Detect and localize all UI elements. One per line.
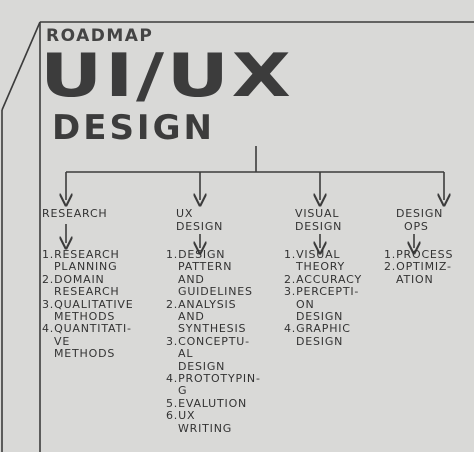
item-text: CONCEPTU- bbox=[178, 334, 250, 348]
item-text-continued: ATION bbox=[396, 272, 434, 286]
item-text: PERCEPTI- bbox=[296, 285, 360, 299]
item-text-continued: PLANNING bbox=[54, 260, 118, 274]
item-text: EVALUTION bbox=[178, 396, 248, 410]
list-item: 5.EVALUTION bbox=[166, 396, 261, 410]
item-text-continued: DESIGN bbox=[296, 334, 344, 348]
item-text-continued: SYNTHESIS bbox=[178, 322, 247, 336]
item-text-continued: DESIGN bbox=[178, 359, 226, 373]
sub-arrows bbox=[66, 224, 414, 248]
column-title-ux-design: UX DESIGN bbox=[176, 207, 224, 233]
list-item: 2.ACCURACY bbox=[284, 272, 362, 286]
item-number: 2. bbox=[284, 272, 297, 286]
item-number: 3. bbox=[42, 297, 55, 311]
list-item: 1.PROCESS bbox=[384, 248, 454, 261]
item-text-continued: AND bbox=[178, 310, 205, 324]
item-text-continued: THEORY bbox=[296, 260, 346, 274]
main-title: UI/UX bbox=[40, 41, 294, 111]
item-text: GRAPHIC bbox=[296, 322, 351, 336]
item-number: 2. bbox=[166, 297, 179, 311]
column-title-design-ops: DESIGN OPS bbox=[396, 207, 444, 233]
item-text: PROTOTYPIN- bbox=[178, 372, 261, 386]
item-text: DOMAIN bbox=[54, 272, 105, 286]
item-text: DESIGN bbox=[178, 248, 226, 261]
column-title-visual-design: VISUAL DESIGN bbox=[295, 207, 343, 233]
item-number: 6. bbox=[166, 409, 179, 423]
main-subtitle: DESIGN bbox=[52, 108, 215, 148]
item-number: 1. bbox=[384, 248, 397, 261]
column-title-research: RESEARCH bbox=[42, 207, 108, 220]
item-text-continued: METHODS bbox=[54, 347, 116, 361]
item-number: 1. bbox=[42, 248, 55, 261]
item-text-continued: AL bbox=[178, 347, 194, 361]
item-text-continued: VE bbox=[54, 334, 71, 348]
item-number: 1. bbox=[284, 248, 297, 261]
item-number: 3. bbox=[284, 285, 297, 299]
roadmap-kicker: ROADMAP bbox=[46, 26, 154, 46]
frame-lines bbox=[1, 21, 474, 452]
item-text-continued: ON bbox=[296, 297, 315, 311]
list-item: 2.OPTIMIZ-ATION bbox=[384, 260, 453, 286]
item-number: 2. bbox=[384, 260, 397, 274]
item-text: QUALITATIVE bbox=[54, 297, 134, 311]
item-text-continued: METHODS bbox=[54, 310, 116, 324]
item-number: 4. bbox=[166, 372, 179, 386]
item-text: VISUAL bbox=[296, 248, 341, 261]
item-text-continued: DESIGN bbox=[296, 310, 344, 324]
item-text: ANALYSIS bbox=[178, 297, 237, 311]
item-text-continued: AND bbox=[178, 272, 205, 286]
item-number: 2. bbox=[42, 272, 55, 286]
item-number: 5. bbox=[166, 396, 179, 410]
item-number: 1. bbox=[166, 248, 179, 261]
item-text: UX bbox=[178, 409, 196, 423]
list-item: 4.PROTOTYPIN-G bbox=[166, 372, 261, 398]
item-text-continued: GUIDELINES bbox=[178, 285, 253, 299]
item-number: 4. bbox=[284, 322, 297, 336]
item-text: PROCESS bbox=[396, 248, 454, 261]
item-text-continued: WRITING bbox=[178, 421, 233, 435]
item-number: 3. bbox=[166, 334, 179, 348]
tree-connectors bbox=[66, 146, 444, 200]
item-text-continued: RESEARCH bbox=[54, 285, 120, 299]
item-text-continued: PATTERN bbox=[178, 260, 233, 274]
item-text-continued: G bbox=[178, 384, 188, 398]
item-number: 4. bbox=[42, 322, 55, 336]
item-text: OPTIMIZ- bbox=[396, 260, 452, 274]
item-text: ACCURACY bbox=[296, 272, 362, 286]
item-text: QUANTITATI- bbox=[54, 322, 132, 336]
item-text: RESEARCH bbox=[54, 248, 120, 261]
